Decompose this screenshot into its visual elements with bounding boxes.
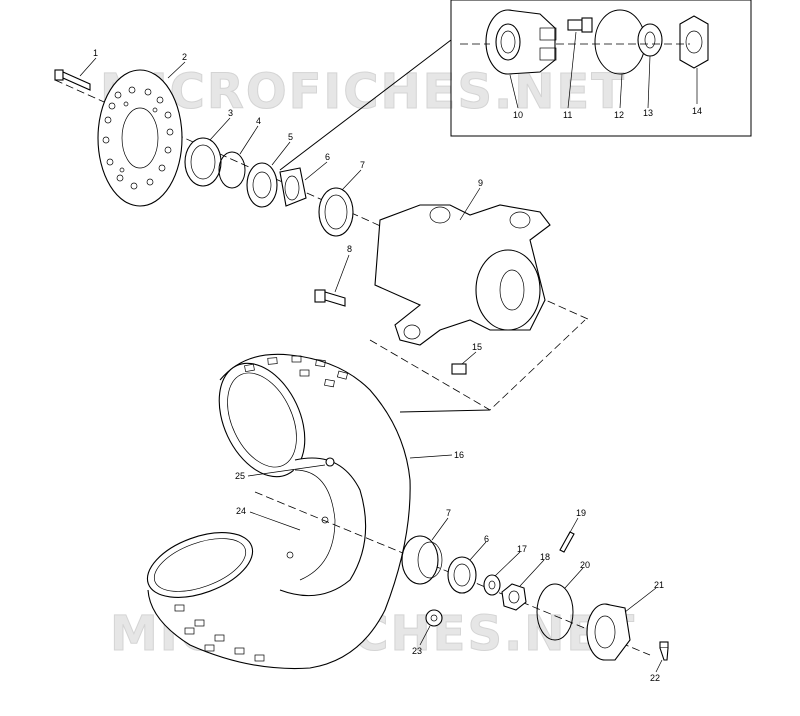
part-23-valve-drawing xyxy=(425,609,443,627)
part-11-bolt-drawing xyxy=(567,17,593,33)
callout-12: 12 xyxy=(614,110,624,120)
callout-20: 20 xyxy=(580,560,590,570)
callout-labels: 1 2 3 4 5 6 7 8 9 10 11 12 13 14 15 16 7… xyxy=(93,48,702,683)
callout-7a: 7 xyxy=(360,160,365,170)
callout-10: 10 xyxy=(513,110,523,120)
inset-connector-line xyxy=(279,39,452,171)
callout-6a: 6 xyxy=(325,152,330,162)
callout-17: 17 xyxy=(517,544,527,554)
part-13-washer-drawing xyxy=(637,23,663,57)
callout-9: 9 xyxy=(478,178,483,188)
part-17-washer-drawing xyxy=(483,574,501,596)
leader-lines xyxy=(79,31,698,673)
callout-1: 1 xyxy=(93,48,98,58)
callout-4: 4 xyxy=(256,116,261,126)
callout-3: 3 xyxy=(228,108,233,118)
part-18-nut-drawing xyxy=(501,583,527,611)
callout-11: 11 xyxy=(563,110,572,120)
part-6b-bearing-drawing xyxy=(447,556,477,594)
callout-18: 18 xyxy=(540,552,550,562)
callout-16: 16 xyxy=(454,450,464,460)
callout-13: 13 xyxy=(643,108,653,118)
part-2-brake-disc-drawing xyxy=(97,69,183,207)
watermark-top: MICROFICHES.NET xyxy=(100,64,626,120)
inset-detail-box xyxy=(450,0,752,137)
part-10-hub-drawing xyxy=(485,9,557,75)
callout-15: 15 xyxy=(472,342,482,352)
part-1-bolt-drawing xyxy=(54,69,91,91)
part-7b-bearing-cup-drawing xyxy=(401,535,443,585)
part-6a-bearing-cone-drawing xyxy=(279,167,307,207)
callout-14: 14 xyxy=(692,106,702,116)
callout-8: 8 xyxy=(347,244,352,254)
part-24-wheel-rim-drawing xyxy=(146,457,367,598)
callout-19: 19 xyxy=(576,508,586,518)
part-15-fitting-drawing xyxy=(451,363,467,375)
callout-24: 24 xyxy=(236,506,246,516)
part-14-nut-drawing xyxy=(679,15,709,69)
callout-2: 2 xyxy=(182,52,187,62)
callout-25: 25 xyxy=(235,471,245,481)
callout-23: 23 xyxy=(412,646,422,656)
part-20-o-ring-drawing xyxy=(536,583,574,641)
part-7a-bearing-cup-drawing xyxy=(318,187,354,237)
callout-22: 22 xyxy=(650,673,660,683)
callout-21: 21 xyxy=(654,580,664,590)
part-19-cotter-pin-drawing xyxy=(559,531,575,553)
callout-7b: 7 xyxy=(446,508,451,518)
part-16-tire-drawing xyxy=(147,353,411,670)
part-5-bearing-drawing xyxy=(246,162,278,208)
callout-5: 5 xyxy=(288,132,293,142)
part-4-ring-drawing xyxy=(218,151,246,189)
part-22-bolt-drawing xyxy=(659,641,669,661)
part-21-hub-cap-drawing xyxy=(586,603,631,661)
part-3-seal-drawing xyxy=(184,137,222,187)
part-8-bolt-drawing xyxy=(314,289,346,307)
callout-6b: 6 xyxy=(484,534,489,544)
part-9-knuckle-drawing xyxy=(374,204,551,346)
